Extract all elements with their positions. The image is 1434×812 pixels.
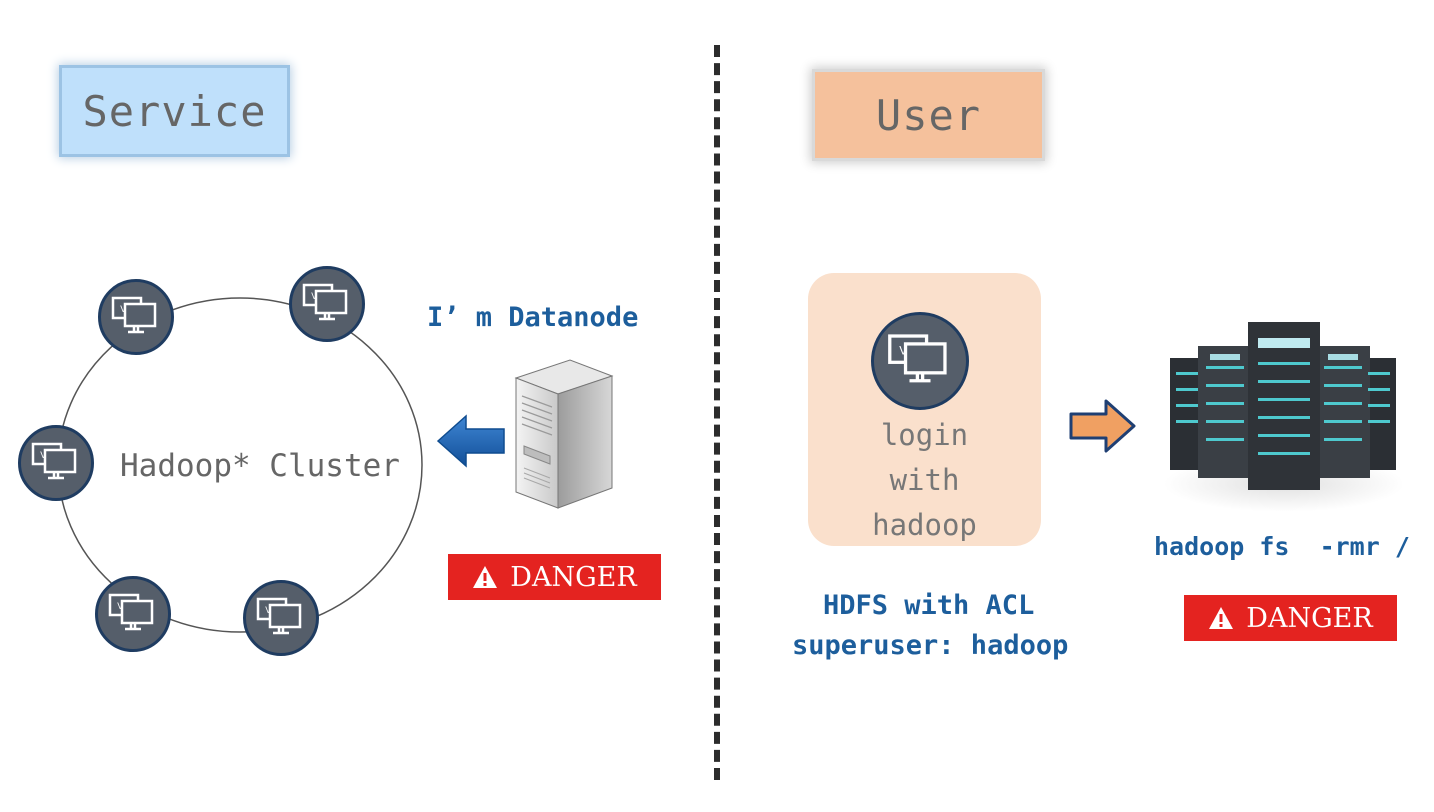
warning-icon — [1209, 607, 1234, 629]
login-line: with — [889, 463, 960, 497]
danger-badge: DANGER — [1184, 595, 1397, 641]
cluster-label: Hadoop* Cluster — [120, 448, 400, 484]
service-title: Service — [62, 68, 287, 154]
hdfs-line: superuser: hadoop — [792, 630, 1069, 661]
vm-icon: VM — [18, 425, 94, 501]
warning-icon — [473, 566, 498, 588]
vm-icon: VM — [98, 279, 174, 355]
vm-icon: VM — [95, 576, 171, 652]
user-title: User — [815, 72, 1042, 158]
hdfs-line: HDFS with ACL — [823, 590, 1035, 621]
datanode-label: I’ m Datanode — [427, 302, 639, 333]
user-title-text: User — [875, 90, 982, 140]
vm-icon: VM — [289, 266, 365, 342]
server-rack-icon — [1164, 322, 1404, 512]
danger-label: DANGER — [510, 561, 637, 593]
server-tower-icon — [514, 359, 614, 509]
section-divider — [714, 45, 720, 780]
arrow-right-icon — [1069, 399, 1136, 453]
login-line: hadoop — [872, 508, 977, 542]
vm-icon: VM — [243, 580, 319, 656]
vm-icon: VM — [871, 312, 969, 410]
arrow-left-icon — [436, 414, 505, 468]
danger-badge: DANGER — [448, 554, 661, 600]
danger-label: DANGER — [1246, 602, 1373, 634]
service-title-text: Service — [82, 86, 267, 136]
login-line: login — [880, 418, 969, 452]
command-label: hadoop fs -rmr / — [1154, 532, 1410, 561]
